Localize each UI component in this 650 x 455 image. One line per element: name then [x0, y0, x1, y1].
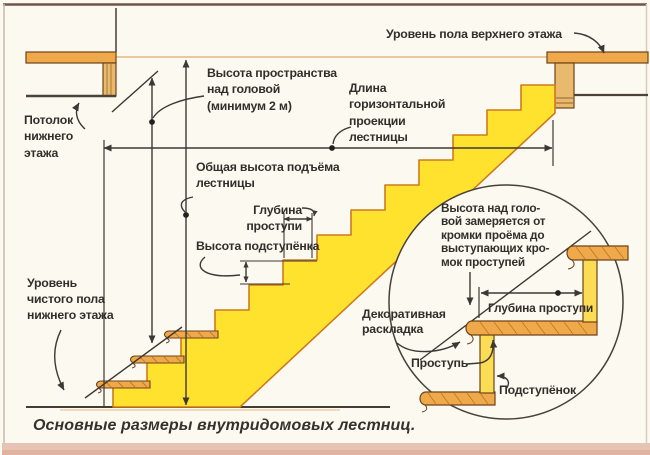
leader-dots	[149, 119, 335, 218]
inset-label-tread: Проступь	[411, 356, 469, 370]
inset-note: Высота над голо- вой замеряется от кромк…	[441, 201, 550, 269]
inset-step-section	[419, 245, 629, 413]
figure-caption: Основные размеры внутридомовых лестниц.	[33, 417, 416, 434]
detailed-bottom-treads	[95, 330, 219, 394]
staircase-silhouette	[112, 84, 556, 408]
label-decorative-molding: Декоративная раскладка	[362, 307, 446, 336]
inset-label-riser: Подступёнок	[499, 383, 576, 397]
inset-dimensions	[396, 272, 583, 390]
circle-inset	[388, 184, 629, 420]
label-riser-height: Высота подступёнка	[196, 239, 320, 253]
inset-leader-dot	[555, 290, 561, 296]
inset-label-tread-depth: Глубина проступи	[488, 301, 594, 315]
label-total-rise: Общая высота подъёма лестницы	[196, 160, 340, 191]
label-lower-ceiling: Потолок нижнего этажа	[24, 113, 74, 160]
label-headroom: Высота пространства над головой (минимум…	[207, 66, 337, 113]
label-upper-floor-level: Уровень пола верхнего этажа	[386, 27, 562, 41]
lower-floor-ceiling-structure	[25, 8, 117, 98]
leader-lines	[54, 32, 605, 391]
upper-floor-structure	[546, 51, 649, 109]
label-lower-floor-level: Уровень чистого пола нижнего этажа	[27, 276, 114, 322]
label-projection-length: Длина горизонтальной проекции лестницы	[349, 81, 446, 145]
label-tread-depth: Глубина проступи	[246, 203, 302, 234]
